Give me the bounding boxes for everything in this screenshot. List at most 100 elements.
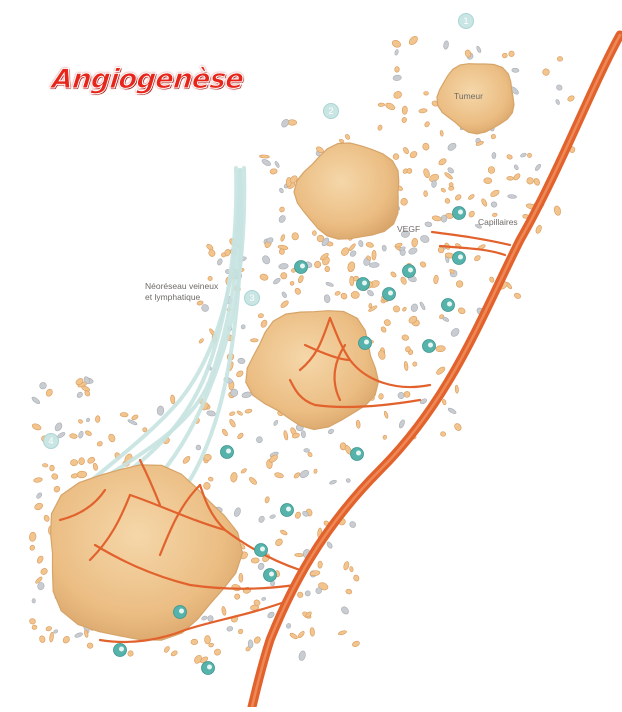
cell-fleck bbox=[229, 418, 237, 428]
cell-fleck bbox=[31, 624, 37, 630]
cell-fleck bbox=[350, 276, 354, 286]
cell-fleck bbox=[455, 385, 459, 393]
cell-fleck bbox=[489, 276, 495, 283]
cell-fleck bbox=[432, 215, 442, 222]
cell-fleck bbox=[557, 56, 563, 61]
cell-fleck bbox=[74, 632, 83, 638]
cell-fleck bbox=[366, 242, 375, 248]
cell-fleck bbox=[274, 472, 284, 479]
cell-fleck bbox=[372, 250, 377, 260]
cell-fleck bbox=[45, 626, 52, 632]
cell-fleck bbox=[281, 291, 287, 298]
cell-fleck bbox=[447, 407, 457, 415]
cell-fleck bbox=[392, 304, 401, 313]
diagram-title: Angiogenèse bbox=[50, 64, 245, 95]
tumor-masses bbox=[51, 64, 514, 641]
step-marker-3: 3 bbox=[244, 290, 260, 306]
cell-fleck bbox=[49, 632, 54, 642]
cell-fleck bbox=[53, 485, 61, 493]
cell-fleck bbox=[395, 242, 403, 247]
cell-fleck bbox=[442, 316, 450, 322]
cell-fleck bbox=[409, 150, 418, 159]
cell-fleck bbox=[279, 188, 285, 194]
cell-fleck bbox=[425, 221, 433, 227]
cell-fleck bbox=[31, 396, 41, 405]
immune-cell-nucleus bbox=[458, 210, 463, 215]
cell-fleck bbox=[378, 393, 383, 399]
cell-fleck bbox=[334, 291, 341, 296]
cell-fleck bbox=[196, 445, 201, 450]
cell-fleck bbox=[270, 168, 278, 174]
cell-fleck bbox=[280, 272, 288, 280]
cell-fleck bbox=[444, 198, 451, 205]
step-marker-4: 4 bbox=[43, 433, 59, 449]
cell-fleck bbox=[76, 391, 84, 399]
cell-fleck bbox=[34, 502, 44, 511]
cell-fleck bbox=[258, 313, 264, 318]
cell-fleck bbox=[346, 478, 351, 483]
cell-fleck bbox=[338, 630, 347, 636]
cell-fleck bbox=[412, 361, 418, 367]
cell-fleck bbox=[131, 414, 139, 421]
cell-fleck bbox=[257, 562, 265, 570]
cell-fleck bbox=[29, 544, 36, 551]
cell-fleck bbox=[248, 476, 258, 486]
cell-fleck bbox=[62, 635, 71, 644]
immune-cell-nucleus bbox=[260, 547, 265, 552]
cell-fleck bbox=[278, 263, 288, 270]
cell-fleck bbox=[295, 553, 304, 556]
cell-fleck bbox=[490, 189, 501, 198]
cell-fleck bbox=[261, 158, 272, 167]
cell-fleck bbox=[298, 650, 307, 661]
cell-fleck bbox=[256, 436, 263, 443]
cell-fleck bbox=[508, 50, 515, 57]
cell-fleck bbox=[301, 430, 306, 438]
cell-fleck bbox=[533, 177, 541, 186]
cell-fleck bbox=[39, 635, 46, 643]
cell-fleck bbox=[408, 35, 420, 47]
cell-fleck bbox=[216, 258, 223, 266]
cell-fleck bbox=[283, 430, 288, 440]
label-vegf: VEGF bbox=[397, 224, 420, 234]
cell-fleck bbox=[340, 246, 351, 257]
cell-fleck bbox=[553, 205, 562, 216]
cell-fleck bbox=[234, 593, 241, 600]
cell-fleck bbox=[261, 597, 266, 601]
cell-fleck bbox=[411, 238, 418, 247]
cell-fleck bbox=[280, 234, 285, 242]
cell-fleck bbox=[340, 605, 350, 615]
cell-fleck bbox=[456, 280, 463, 287]
cell-fleck bbox=[230, 389, 238, 397]
cell-fleck bbox=[226, 626, 233, 632]
cell-fleck bbox=[31, 423, 42, 432]
cell-fleck bbox=[40, 567, 49, 576]
cell-fleck bbox=[163, 645, 170, 653]
immune-cell-nucleus bbox=[458, 255, 463, 260]
cell-fleck bbox=[343, 561, 350, 571]
cell-fleck bbox=[507, 176, 514, 180]
cell-fleck bbox=[258, 515, 266, 523]
cell-fleck bbox=[204, 635, 210, 644]
label-reseau-line2: et lymphatique bbox=[145, 292, 200, 302]
label-reseau-line1: Néoréseau veineux bbox=[145, 281, 218, 291]
cell-fleck bbox=[235, 370, 244, 378]
cell-fleck bbox=[382, 435, 387, 440]
cell-fleck bbox=[51, 473, 59, 481]
cell-fleck bbox=[237, 432, 245, 440]
cell-fleck bbox=[325, 281, 334, 287]
cell-fleck bbox=[457, 307, 466, 315]
cell-fleck bbox=[242, 586, 251, 594]
cell-fleck bbox=[239, 573, 243, 582]
cell-fleck bbox=[96, 441, 103, 447]
cell-fleck bbox=[410, 303, 418, 312]
cell-fleck bbox=[440, 187, 446, 192]
cell-fleck bbox=[259, 273, 268, 281]
immune-cell-nucleus bbox=[388, 291, 393, 296]
cell-fleck bbox=[349, 566, 353, 572]
immune-cell-nucleus bbox=[408, 268, 413, 273]
cell-fleck bbox=[248, 640, 253, 649]
cell-fleck bbox=[454, 194, 462, 202]
cell-fleck bbox=[245, 409, 253, 414]
cell-fleck bbox=[264, 496, 270, 503]
cell-fleck bbox=[438, 157, 448, 166]
